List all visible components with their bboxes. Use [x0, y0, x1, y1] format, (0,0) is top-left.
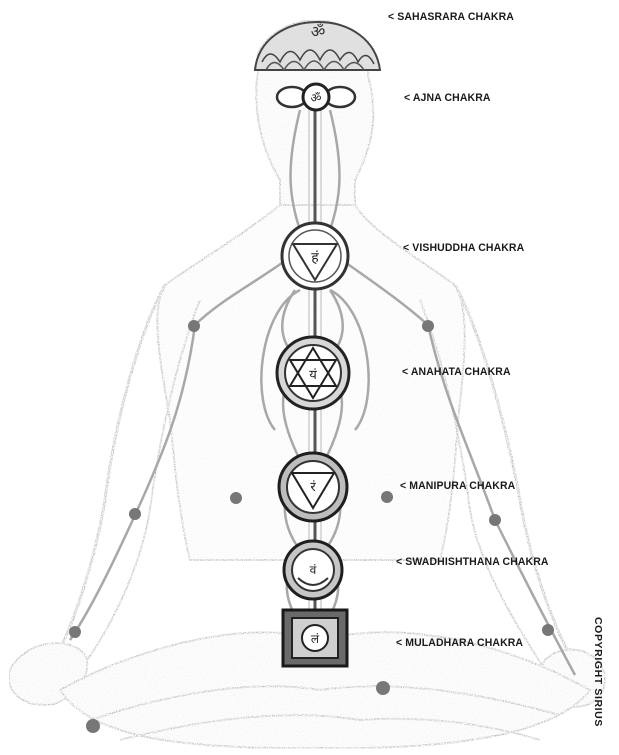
- vishuddha-chakra-symbol: हं: [282, 223, 348, 289]
- svg-text:ॐ: ॐ: [311, 22, 326, 41]
- anahata-chakra-symbol: यं: [277, 337, 349, 409]
- label-sahasrara-chakra: < SAHASRARA CHAKRA: [388, 11, 514, 24]
- label-vishuddha-chakra: < VISHUDDHA CHAKRA: [403, 242, 524, 255]
- label-swadhishthana-chakra: < SWADHISHTHANA CHAKRA: [396, 556, 549, 569]
- muladhara-chakra-symbol: लं: [283, 610, 347, 666]
- sahasrara-chakra-symbol: ॐ: [255, 22, 380, 70]
- svg-text:रं: रं: [310, 480, 316, 495]
- label-ajna-chakra: < AJNA CHAKRA: [404, 92, 491, 105]
- label-anahata-chakra: < ANAHATA CHAKRA: [402, 366, 511, 379]
- manipura-chakra-symbol: रं: [279, 453, 347, 521]
- svg-text:लं: लं: [311, 632, 320, 646]
- ajna-chakra-symbol: ॐ: [277, 84, 355, 110]
- copyright-notice: COPYRIGHT SIRIUS: [592, 617, 604, 727]
- label-muladhara-chakra: < MULADHARA CHAKRA: [396, 637, 523, 650]
- svg-text:यं: यं: [309, 368, 317, 383]
- svg-text:हं: हं: [311, 250, 319, 266]
- svg-text:ॐ: ॐ: [311, 91, 322, 105]
- svg-text:वं: वं: [310, 563, 317, 577]
- label-manipura-chakra: < MANIPURA CHAKRA: [400, 480, 515, 493]
- swadhishthana-chakra-symbol: वं: [284, 541, 342, 599]
